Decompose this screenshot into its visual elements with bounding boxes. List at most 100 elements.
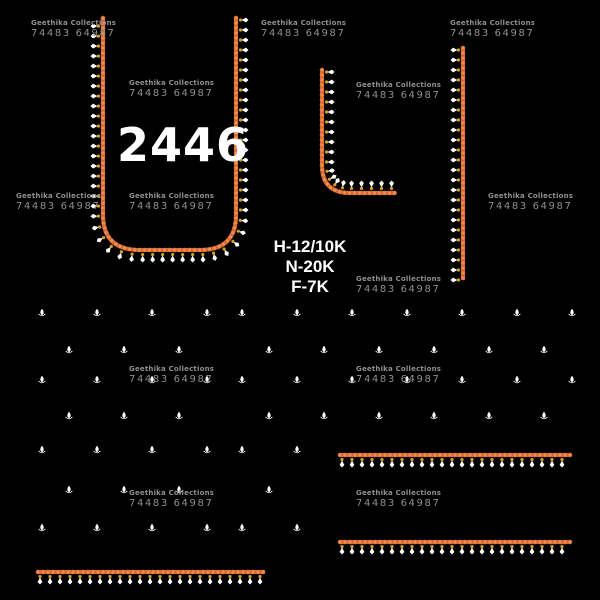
fringe-petal [167,577,173,585]
fringe-leaf [450,257,458,263]
fringe-leaf [450,167,458,173]
fringe-leaf [150,255,156,263]
fringe-petal [469,460,475,468]
buta-motif [175,345,183,354]
buta-petal [150,523,154,531]
buta-petal [322,345,326,353]
bead [372,539,378,545]
fringe-leaf [327,119,335,125]
bead [127,246,133,252]
bead [60,569,66,575]
bead [460,85,466,91]
bead [460,270,466,276]
buta-motif [375,345,383,354]
gold-stitch [456,228,461,232]
bead [192,247,197,253]
bead [122,245,128,251]
gold-stitch [58,574,62,579]
buta-base [293,528,301,532]
fringe-leaf [241,147,249,153]
fringe-leaf [90,193,98,199]
buta-petal [40,308,44,316]
buta-motif [65,411,73,420]
bead [233,160,239,166]
buta-petal [570,375,574,383]
buta-petal [95,308,99,316]
buta-motif [293,523,301,532]
fringe-leaf [450,47,458,53]
gold-stitch [96,84,101,88]
fringe-petal [137,577,143,585]
gold-stitch [456,258,461,262]
fringe-petal [409,460,415,468]
fringe-leaf [341,179,346,187]
bead [100,90,106,96]
buta-base [175,490,183,494]
bead [233,205,239,211]
bead [452,452,458,458]
bead [101,220,106,226]
fringe-petal [117,252,122,260]
fringe-leaf [241,117,249,123]
buta-base [38,528,46,532]
fringe-leaf [233,241,240,247]
bead [377,539,383,545]
bead [197,247,202,253]
fringe-leaf [479,547,485,555]
bead [100,80,106,86]
bead [100,45,106,51]
bead [567,452,573,458]
fringe-leaf [559,460,565,468]
buta-petal [487,411,491,419]
fringe-leaf [439,460,445,468]
buta-motif [513,308,521,317]
bead [233,175,239,181]
fringe-leaf [90,173,98,179]
fringe-petal [330,174,337,179]
buta-base [348,313,356,317]
gold-stitch [171,252,175,257]
bead [460,210,466,216]
fringe-leaf [450,187,458,193]
buta-base [148,380,156,384]
buta-base [320,350,328,354]
bead [216,244,222,249]
fringe-petal [349,180,354,188]
bead [170,569,176,575]
buta-motif [238,445,246,454]
gold-stitch [96,94,101,98]
gold-stitch [238,188,243,192]
gold-stitch [96,184,101,188]
buta-motif [458,375,466,384]
fringe-leaf [369,460,375,468]
buta-motif [348,375,356,384]
bead [372,452,378,458]
fringe-leaf [349,547,355,555]
fringe-petal [90,153,98,159]
fringe-petal [90,183,98,189]
fringe-leaf [519,460,525,468]
fringe-petal [559,547,565,555]
fringe-petal [241,17,249,23]
fringe-leaf [389,180,394,188]
buta-motif [238,375,246,384]
bead [372,190,377,196]
fringe-leaf [499,547,505,555]
buta-base [265,416,273,420]
fringe-petal [450,47,458,53]
fringe-petal [450,157,458,163]
bead [437,452,443,458]
fringe-petal [450,87,458,93]
fringe-petal [327,69,335,75]
fringe-petal [449,460,455,468]
buta-petal [405,375,409,383]
gold-stitch [324,150,329,154]
bead [233,35,239,41]
buta-motif [265,485,273,494]
bead [460,250,466,256]
gold-stitch [236,229,240,233]
fringe-petal [140,255,146,263]
